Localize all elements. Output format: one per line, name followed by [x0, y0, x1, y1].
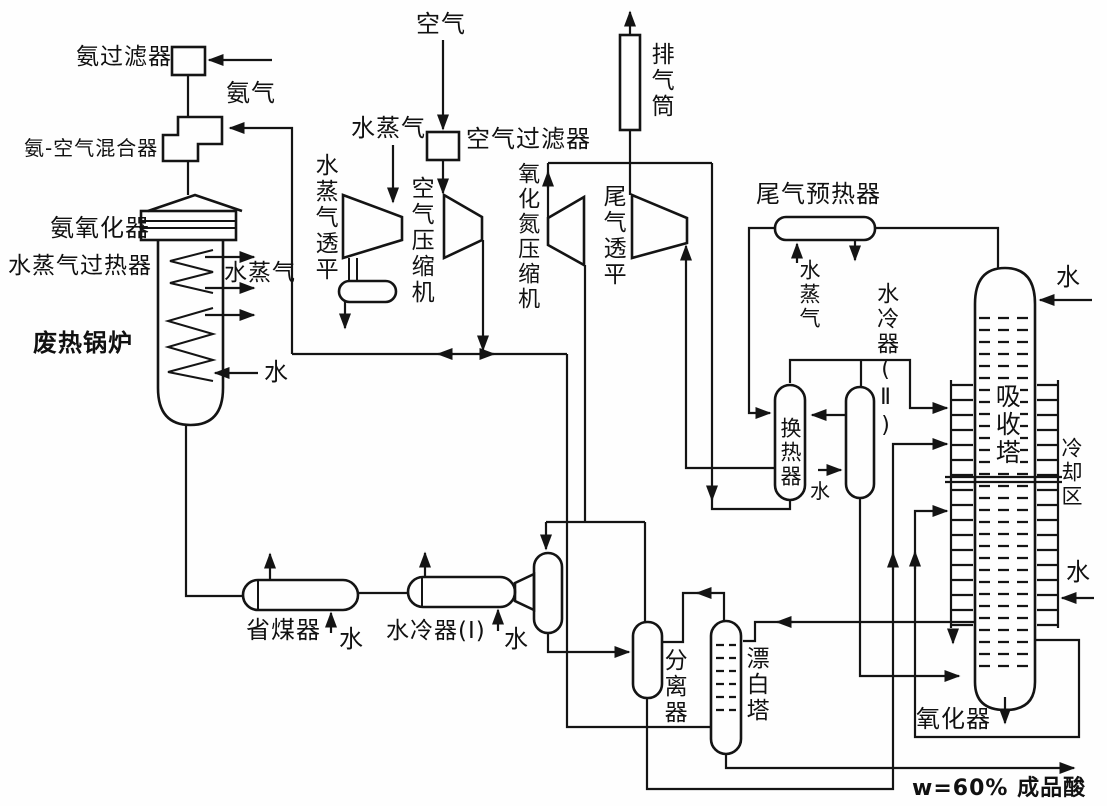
label-ammonia-filter: 氨过滤器 — [76, 44, 172, 70]
absorption-tower-vessel — [973, 266, 1037, 712]
oxidizer-loop-line — [913, 505, 1081, 739]
steam-turbine-symbol — [341, 193, 404, 260]
label-water-cooler-1: 水冷器(Ⅰ) — [386, 618, 486, 644]
separator-acid-to-tower-line — [645, 438, 949, 791]
label-jacket-water: 水 — [1066, 558, 1091, 586]
label-air: 空气 — [416, 10, 466, 38]
primary-air-to-mixer-line — [228, 122, 294, 354]
label-tower-top-water: 水 — [1056, 263, 1081, 291]
ammonia-air-mixer-vessel — [161, 115, 224, 163]
tower-to-preheater-line — [875, 226, 1000, 268]
hx-to-turbine-line — [680, 244, 775, 470]
waste-heat-boiler-vessel — [156, 240, 225, 427]
tower-trays — [716, 316, 1031, 712]
heat-exchanger-vessel — [773, 383, 807, 502]
acid-to-bleach-line — [743, 620, 975, 643]
separator-vessel — [631, 620, 664, 700]
label-cooler-1-water: 水 — [504, 625, 529, 653]
water-cooler-2-vessel — [844, 385, 876, 500]
label-separator: 分离器 — [660, 648, 687, 726]
ammonia-filter-vessel — [170, 45, 207, 77]
secondary-air-line — [565, 354, 712, 729]
label-exhaust-stack: 排气筒 — [647, 42, 674, 120]
label-tail-gas-preheater: 尾气预热器 — [756, 180, 881, 208]
ammonia-oxidizer-vessel — [139, 193, 243, 242]
label-boiler-water: 水 — [264, 358, 289, 386]
air-compressor-symbol — [442, 192, 484, 261]
air-filter-vessel — [425, 130, 461, 162]
label-steam-superheater: 水蒸气过热器 — [8, 253, 152, 279]
label-bleaching-tower: 漂白塔 — [742, 646, 769, 724]
drum-to-separator-line — [546, 633, 631, 658]
label-ammonia-gas: 氨气 — [226, 79, 276, 107]
economizer-vessel — [241, 578, 360, 612]
label-heat-exchanger: 换热器 — [778, 417, 803, 489]
label-preheater-steam: 水蒸气 — [797, 259, 822, 331]
label-absorption-tower: 吸收塔 — [992, 383, 1022, 467]
label-ammonia-air-mixer: 氨-空气混合器 — [24, 136, 159, 160]
product-acid-line — [724, 754, 1076, 774]
cooler1-drum-neck — [513, 571, 536, 613]
label-tail-gas-turbine: 尾气透平 — [599, 184, 626, 288]
knockout-drum-vessel — [532, 551, 564, 635]
bleaching-tower-vessel — [709, 619, 743, 756]
water-cooler-1-vessel — [406, 575, 517, 609]
label-air-filter: 空气过滤器 — [466, 125, 591, 153]
boiler-coil — [164, 307, 217, 382]
bleach-return-line — [662, 591, 726, 644]
no-compressor-symbol — [546, 194, 586, 268]
label-cooling-zone: 冷却区 — [1059, 437, 1084, 509]
label-steam-turbine: 水蒸气透平 — [311, 153, 338, 283]
preheater-to-hx-line — [747, 226, 775, 419]
label-product-acid: w=60% 成品酸 — [912, 776, 1087, 801]
label-waste-heat-boiler: 废热锅炉 — [33, 329, 133, 357]
label-steam-to-turbine: 水蒸气 — [351, 114, 426, 142]
label-cooler-2-water: 水 — [810, 479, 831, 503]
turbine-drum — [337, 279, 398, 304]
jacket-fins — [951, 383, 1058, 627]
superheater-coil — [169, 249, 214, 294]
label-ammonia-oxidizer: 氨氧化器 — [50, 214, 150, 242]
boiler-outlet-line — [184, 425, 243, 598]
label-economizer: 省煤器 — [246, 616, 321, 644]
gas-to-tower-line — [788, 358, 949, 414]
cooler2-to-oxidizer-line — [858, 498, 961, 682]
no-gas-to-hx-line — [710, 163, 792, 511]
label-steam-out: 水蒸气 — [224, 260, 296, 286]
exhaust-stack-vessel — [618, 33, 642, 132]
label-water-cooler-2: 水冷器(Ⅱ) — [873, 282, 899, 441]
tail-gas-turbine-symbol — [630, 193, 689, 260]
tail-gas-preheater-vessel — [773, 215, 877, 242]
label-no-compressor: 氧化氮压缩机 — [514, 162, 540, 312]
label-oxidizer-vessel: 氧化器 — [916, 705, 991, 733]
label-air-compressor: 空气压缩机 — [407, 176, 434, 306]
label-economizer-water: 水 — [339, 625, 364, 653]
